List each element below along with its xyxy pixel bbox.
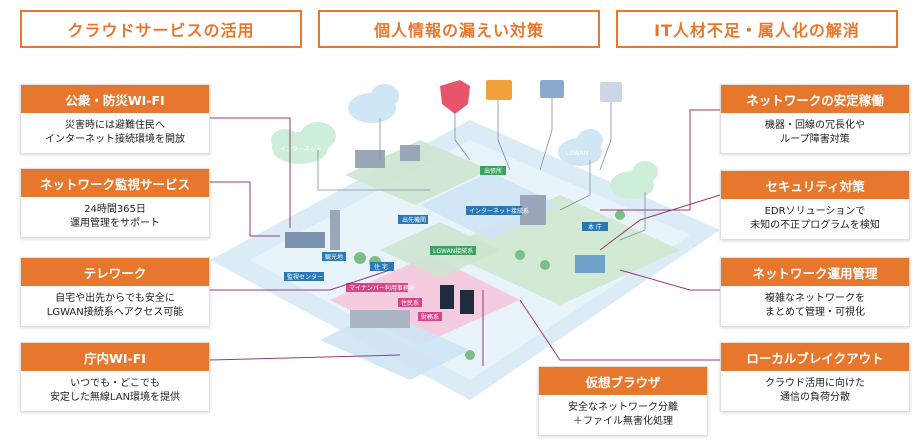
card-title: ネットワーク運用管理 — [721, 258, 909, 286]
card-desc: 災害時には避難住民へ インターネット接続環境を開放 — [45, 120, 185, 145]
card-desc: 複雑なネットワークを まとめて管理・可視化 — [765, 293, 865, 318]
card-monitoring: ネットワーク監視サービス 24時間365日 運用管理をサポート — [20, 168, 210, 238]
card-desc: 24時間365日 運用管理をサポート — [70, 204, 160, 229]
buildings — [285, 145, 605, 328]
zaimu-label: 財務系 — [421, 313, 439, 321]
honcho-tag — [582, 222, 608, 231]
card-title: 仮想ブラウザ — [539, 367, 707, 395]
card-local-breakout: ローカルブレイクアウト クラウド活用に向けた 通信の負荷分散 — [720, 342, 910, 412]
branch-tag — [398, 215, 428, 224]
card-desc: EDRソリューションで 未知の不正プログラムを検知 — [750, 206, 880, 231]
card-desc: 安全なネットワーク分離 ＋ファイル無害化処理 — [568, 402, 678, 427]
outpost-tag — [480, 166, 506, 175]
card-network-management: ネットワーク運用管理 複雑なネットワークを まとめて管理・可視化 — [720, 257, 910, 327]
inet-segment-label: インターネット接続系 — [469, 207, 529, 215]
card-desc: クラウド活用に向けた 通信の負荷分散 — [765, 378, 865, 403]
lgwan-cloud-label: LGWAN — [566, 150, 588, 157]
info-cloud — [348, 84, 399, 123]
card-title: 庁内WI-FI — [21, 343, 209, 371]
jutaku-label: 住 宅 — [374, 263, 388, 271]
lgwan-cloud — [558, 129, 603, 166]
shisetsu-label: 住民系 — [401, 299, 419, 307]
other-cloud — [610, 161, 658, 199]
branch-label: 出先機関 — [402, 216, 426, 224]
header-privacy: 個人情報の漏えい対策 — [318, 10, 600, 48]
inet-segment-tag — [466, 206, 522, 215]
lgwan-segment-label: LGWAN接続系 — [433, 247, 473, 255]
internet-cloud — [271, 122, 336, 164]
connector-lines — [209, 109, 721, 366]
card-security: セキュリティ対策 EDRソリューションで 未知の不正プログラムを検知 — [720, 170, 910, 240]
card-virtual-browser: 仮想ブラウザ 安全なネットワーク分離 ＋ファイル無害化処理 — [538, 366, 708, 436]
header-cloud: クラウドサービスの活用 — [20, 10, 302, 48]
network-lines — [317, 98, 646, 241]
monitor-icon — [540, 80, 564, 98]
lgwan-segment-tag — [430, 246, 476, 255]
ca-icon — [486, 80, 512, 100]
shisetsu-tag — [398, 298, 422, 307]
shield-icon — [440, 80, 470, 114]
card-title: 公衆・防災WI-FI — [21, 85, 209, 113]
kanko-tag — [322, 252, 346, 261]
admin-icon — [600, 82, 622, 102]
card-desc: いつでも・どこでも 安定した無線LAN環境を提供 — [49, 378, 181, 403]
card-desc: 機器・回線の冗長化や ループ障害対策 — [765, 120, 865, 145]
card-desc: 自宅や出先からでも安全に LGWAN接続系へアクセス可能 — [46, 293, 184, 318]
header-it-staff: IT人材不足・属人化の解消 — [616, 10, 898, 48]
card-title: テレワーク — [21, 258, 209, 286]
card-network-stability: ネットワークの安定稼働 機器・回線の冗長化や ループ障害対策 — [720, 84, 910, 154]
outpost-label: 出張所 — [484, 167, 502, 175]
kanko-label: 観光地 — [325, 253, 343, 261]
card-title: ネットワークの安定稼働 — [721, 85, 909, 113]
mynumber-label: マイナンバー利用事務系 — [349, 284, 415, 292]
card-office-wifi: 庁内WI-FI いつでも・どこでも 安定した無線LAN環境を提供 — [20, 342, 210, 412]
card-telework: テレワーク 自宅や出先からでも安全に LGWAN接続系へアクセス可能 — [20, 257, 210, 327]
jutaku-tag — [370, 262, 394, 271]
internet-cloud-label: インターネット — [280, 145, 322, 153]
zaimu-tag — [418, 312, 442, 321]
kanshi-label: 監視センター — [287, 273, 323, 281]
mynumber-tag — [346, 283, 408, 292]
card-public-wifi: 公衆・防災WI-FI 災害時には避難住民へ インターネット接続環境を開放 — [20, 84, 210, 154]
card-title: ネットワーク監視サービス — [21, 169, 209, 197]
kanshi-tag — [284, 272, 324, 281]
zone-outpost — [345, 140, 490, 205]
trees — [354, 210, 625, 360]
card-title: ローカルブレイクアウト — [721, 343, 909, 371]
honcho-label: 本 庁 — [588, 223, 602, 231]
card-title: セキュリティ対策 — [721, 171, 909, 199]
